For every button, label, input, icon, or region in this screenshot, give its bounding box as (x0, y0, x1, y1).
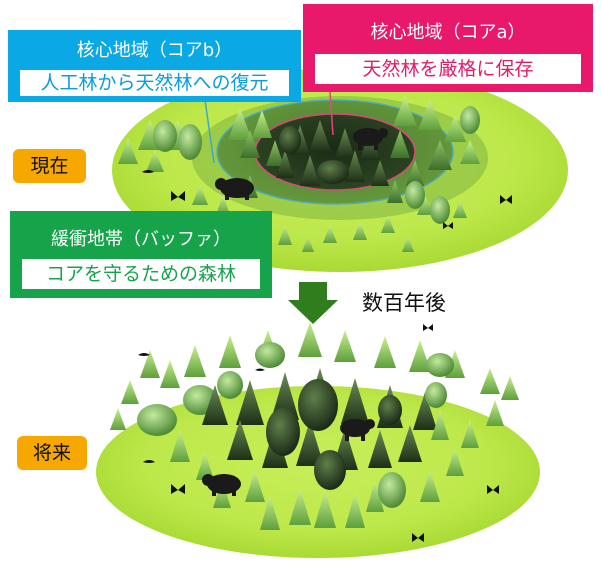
core-b-label-box: 核心地域（コアb） 人工林から天然林への復元 (8, 30, 301, 102)
core-a-label-box: 核心地域（コアa） 天然林を厳格に保存 (303, 4, 593, 92)
era-future-badge: 将来 (17, 436, 87, 470)
era-current-badge: 現在 (13, 149, 86, 183)
tree-icon (153, 106, 480, 224)
bird-icon (138, 353, 265, 463)
transition-label: 数百年後 (362, 291, 446, 315)
core-a-title: 核心地域（コアa） (370, 22, 526, 43)
tree-icon (266, 379, 402, 490)
tree-icon (137, 342, 454, 436)
bird-icon (142, 170, 154, 173)
buffer-label-box: 緩衝地帯（バッファ） コアを守るための森林 (10, 211, 272, 298)
bear-icon (215, 178, 254, 200)
bear-icon (340, 419, 375, 441)
core-a-description: 天然林を厳格に保存 (315, 54, 581, 84)
core-b-description: 人工林から天然林への復元 (20, 70, 289, 96)
tree-icon (170, 400, 504, 530)
core-b-title: 核心地域（コアb） (76, 40, 233, 61)
tree-icon (378, 382, 447, 508)
buffer-title: 緩衝地帯（バッファ） (51, 229, 231, 250)
buffer-description: コアを守るための森林 (22, 259, 260, 289)
butterfly-icon (171, 324, 499, 542)
down-arrow-icon (288, 282, 338, 324)
bear-icon (202, 474, 241, 496)
butterfly-icon (171, 191, 512, 229)
bear-icon (353, 128, 388, 150)
tree-icon (110, 322, 519, 430)
